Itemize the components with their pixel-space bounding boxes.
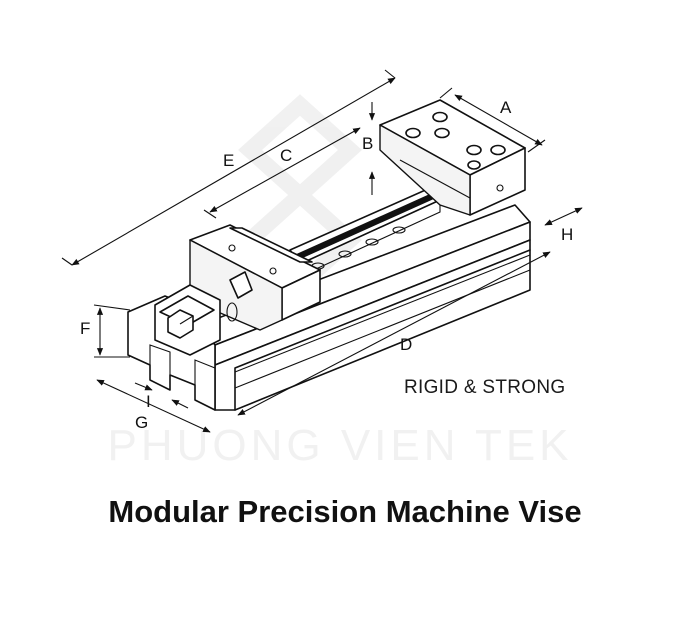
dim-label-b: B <box>362 134 373 153</box>
dim-label-h: H <box>561 225 573 244</box>
dim-label-g: G <box>135 413 148 432</box>
feature-tag: RIGID & STRONG <box>404 377 566 398</box>
dim-label-e: E <box>223 151 234 170</box>
dim-label-i: I <box>146 392 151 411</box>
dim-label-c: C <box>280 146 292 165</box>
dim-label-f: F <box>80 319 90 338</box>
fixed-jaw <box>379 99 526 216</box>
dim-label-a: A <box>500 98 512 117</box>
diagram-title: Modular Precision Machine Vise <box>108 494 581 529</box>
screw-nut <box>154 271 253 356</box>
dim-label-d: D <box>400 335 412 354</box>
watermark-text: PHUONG VIEN TEK <box>107 421 572 470</box>
dimension-lines <box>61 69 583 433</box>
